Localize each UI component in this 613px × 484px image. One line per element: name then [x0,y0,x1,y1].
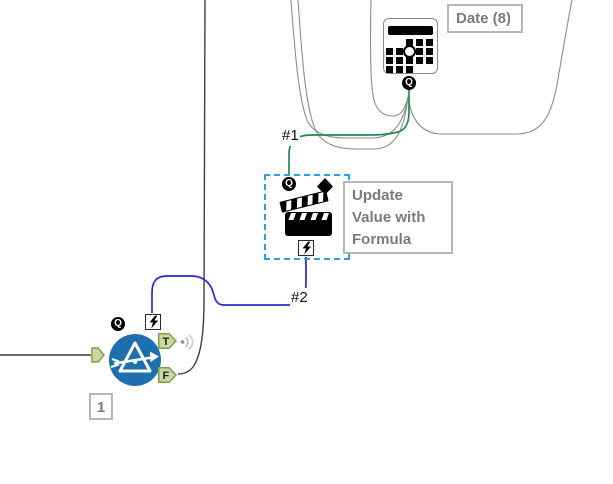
q-badge-icon: Q [405,77,413,88]
filter-action-input-anchor[interactable] [145,314,161,330]
q-badge-icon: Q [285,178,293,189]
wire-2-action[interactable] [151,257,307,313]
date-annotation-text: Date (8) [456,10,512,27]
action-annotation-text: Update Value with Formula [352,187,426,248]
filter-tool[interactable] [109,334,161,386]
action-question-anchor[interactable]: Q [282,177,296,191]
funnel-arrow-icon [110,341,159,373]
action-output-anchor[interactable] [298,240,314,256]
wire-1-label[interactable]: #1 [281,126,300,146]
date-tool-annotation[interactable]: Date (8) [447,4,523,33]
filter-input-anchor[interactable] [91,347,105,363]
filter-tool-annotation[interactable]: 1 [89,393,113,420]
lightning-icon [302,241,312,255]
wireless-icon [180,334,194,350]
wire-question-top-inner[interactable] [369,0,409,117]
calendar-icon [386,26,433,73]
wire-question-topleft-2[interactable] [297,0,409,150]
date-tool[interactable] [383,18,438,74]
lightning-icon [149,315,159,329]
wire-1-question[interactable] [288,90,410,176]
clapperboard-icon [279,190,332,236]
filter-false-output-anchor[interactable]: F [158,367,178,383]
date-question-anchor[interactable]: Q [402,76,416,90]
action-tool-annotation[interactable]: Update Value with Formula [343,181,453,255]
wire-2-label[interactable]: #2 [290,288,309,308]
filter-annotation-text: 1 [96,399,106,416]
wire-false-output-up[interactable] [177,0,206,375]
diamond-icon [317,178,333,195]
filter-true-output-anchor[interactable]: T [158,333,178,349]
false-anchor-label: F [163,370,170,382]
true-anchor-label: T [163,336,170,348]
action-tool[interactable] [277,176,335,242]
q-badge-icon: Q [114,318,122,329]
wire-question-topright[interactable] [407,0,573,135]
filter-question-anchor[interactable]: Q [111,317,125,331]
